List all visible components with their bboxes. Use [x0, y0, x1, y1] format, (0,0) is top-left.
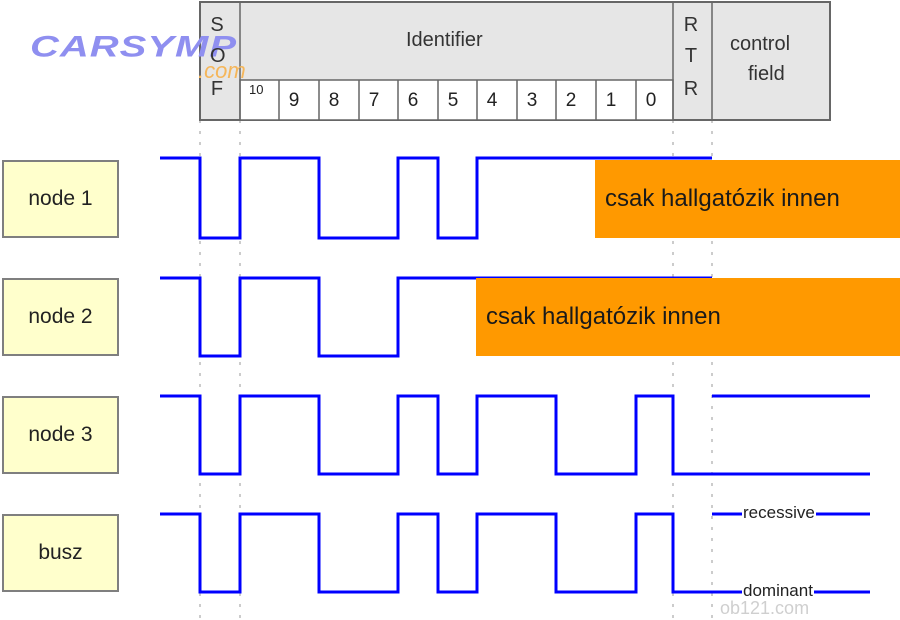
- signal-waveforms: [160, 156, 870, 594]
- frame-header-table: [199, 1, 831, 121]
- waveform-node-1: [160, 156, 712, 240]
- waveform-busz: [160, 512, 870, 594]
- waveform-node-3: [160, 394, 870, 476]
- identifier-bits-row: [239, 79, 674, 121]
- header-grid-lines: [239, 2, 713, 120]
- waveform-node-2: [160, 276, 712, 358]
